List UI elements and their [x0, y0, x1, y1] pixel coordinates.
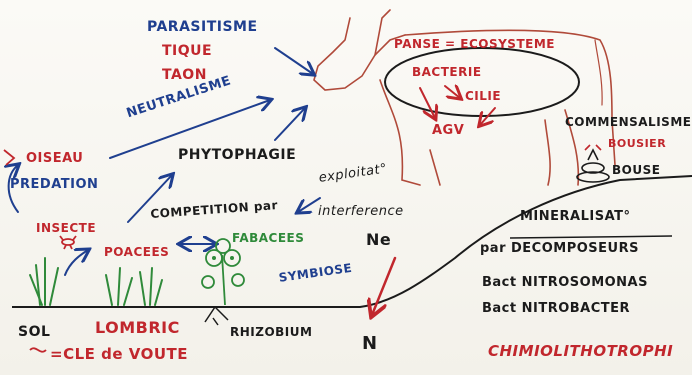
nitrobacter-label: Bact NITROBACTER: [482, 302, 630, 315]
bousier-label: BOUSIER: [608, 138, 666, 149]
predation-label: PREDATION: [10, 178, 98, 191]
panse-oval: [385, 48, 579, 116]
arrow-phytophagie-to-cow: [275, 108, 305, 140]
lombric-label: LOMBRIC: [95, 320, 180, 336]
parasitisme-label: PARASITISME: [147, 20, 258, 34]
n-label: N: [362, 335, 378, 353]
commensalisme-label: COMMENSALISME: [565, 116, 691, 128]
sol-label: SOL: [18, 325, 50, 339]
root-icon: [205, 307, 228, 325]
arrow-poacees-to-insecte: [65, 250, 88, 275]
phytophagie-label: PHYTOPHAGIE: [178, 148, 296, 162]
arrow-bacterie-to-agv: [420, 88, 435, 118]
tique-label: TIQUE: [162, 44, 212, 58]
arrow-competition-pointer: [298, 198, 320, 212]
bird-beak-icon: [4, 150, 14, 165]
cle-de-voute-label: =CLE de VOUTE: [50, 347, 188, 362]
poacees-label: POACEES: [104, 246, 169, 258]
decomposeurs-label: par DECOMPOSEURS: [480, 242, 639, 255]
arrow-ne-to-n: [372, 258, 395, 315]
ne-label: Ne: [366, 232, 391, 248]
dung-pile-icon: [577, 145, 609, 182]
nitrosomonas-label: Bact NITROSOMONAS: [482, 276, 648, 289]
bacterie-label: BACTERIE: [412, 66, 482, 78]
rhizobium-label: RHIZOBIUM: [230, 326, 312, 338]
cilie-label: CILIE: [465, 90, 501, 102]
taon-label: TAON: [162, 68, 207, 82]
arrow-bacterie-to-cilie: [445, 86, 460, 98]
lombric-squiggle: [30, 348, 46, 351]
mineralisat-label: MINERALISAT°: [520, 210, 631, 223]
decomposeurs-overline: [510, 236, 672, 238]
insect-icon: [60, 236, 76, 249]
oiseau-label: OISEAU: [26, 152, 83, 165]
panse-label: PANSE = ECOSYSTEME: [394, 38, 555, 50]
clover-plant-icon: [202, 239, 244, 305]
interference-label: interference: [318, 205, 404, 218]
insecte-label: INSECTE: [36, 222, 96, 234]
arrow-parasitisme-to-cow: [275, 48, 313, 74]
agv-label: AGV: [432, 124, 464, 137]
chimiolithotrophie-label: CHIMIOLITHOTROPHI: [488, 344, 673, 359]
fabacees-label: FABACEES: [232, 232, 304, 244]
bouse-label: BOUSE: [612, 164, 660, 176]
grass-tufts-icon: [30, 258, 162, 305]
